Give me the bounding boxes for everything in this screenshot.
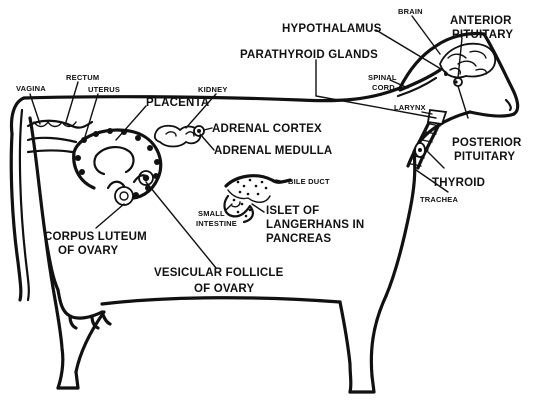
label-spinal-cord-1: SPINAL: [368, 73, 397, 82]
label-trachea: TRACHEA: [420, 195, 458, 204]
label-anterior-pituitary-1: ANTERIOR: [450, 15, 512, 27]
reproductive-tract: [28, 121, 161, 205]
ovary-left: [115, 187, 133, 205]
label-islet-1: ISLET OF: [266, 205, 319, 217]
label-posterior-pituitary-1: POSTERIOR: [452, 137, 522, 149]
kidney-and-adrenal: [155, 126, 204, 147]
label-hypothalamus: HYPOTHALAMUS: [282, 23, 382, 35]
label-vagina: VAGINA: [16, 84, 46, 93]
label-islet-3: PANCREAS: [266, 233, 331, 245]
label-placenta: PLACENTA: [146, 97, 209, 109]
label-vesicular-follicle-1: VESICULAR FOLLICLE: [154, 267, 284, 279]
label-vesicular-follicle-2: OF OVARY: [194, 283, 255, 295]
label-corpus-luteum-1: CORPUS LUTEUM: [44, 231, 147, 243]
label-spinal-cord-2: CORD: [372, 83, 395, 92]
label-adrenal-cortex: ADRENAL CORTEX: [212, 123, 322, 135]
label-small-intestine-1: SMALL: [198, 209, 225, 218]
label-islet-2: LANGERHANS IN: [266, 219, 364, 231]
label-adrenal-medulla: ADRENAL MEDULLA: [214, 145, 332, 157]
label-brain: BRAIN: [398, 7, 423, 16]
label-kidney: KIDNEY: [198, 85, 228, 94]
label-posterior-pituitary-2: PITUITARY: [454, 151, 515, 163]
label-thyroid: THYROID: [432, 177, 485, 189]
label-corpus-luteum-2: OF OVARY: [58, 245, 119, 257]
label-parathyroid-glands: PARATHYROID GLANDS: [240, 49, 378, 61]
label-small-intestine-2: INTESTINE: [196, 219, 237, 228]
label-larynx: LARYNX: [394, 103, 426, 112]
label-anterior-pituitary-2: PITUITARY: [452, 29, 513, 41]
label-uterus: UTERUS: [88, 85, 120, 94]
label-bile-duct: BILE DUCT: [288, 177, 330, 186]
label-rectum: RECTUM: [66, 73, 99, 82]
labels: BRAIN HYPOTHALAMUS ANTERIOR PITUITARY PA…: [16, 7, 522, 295]
